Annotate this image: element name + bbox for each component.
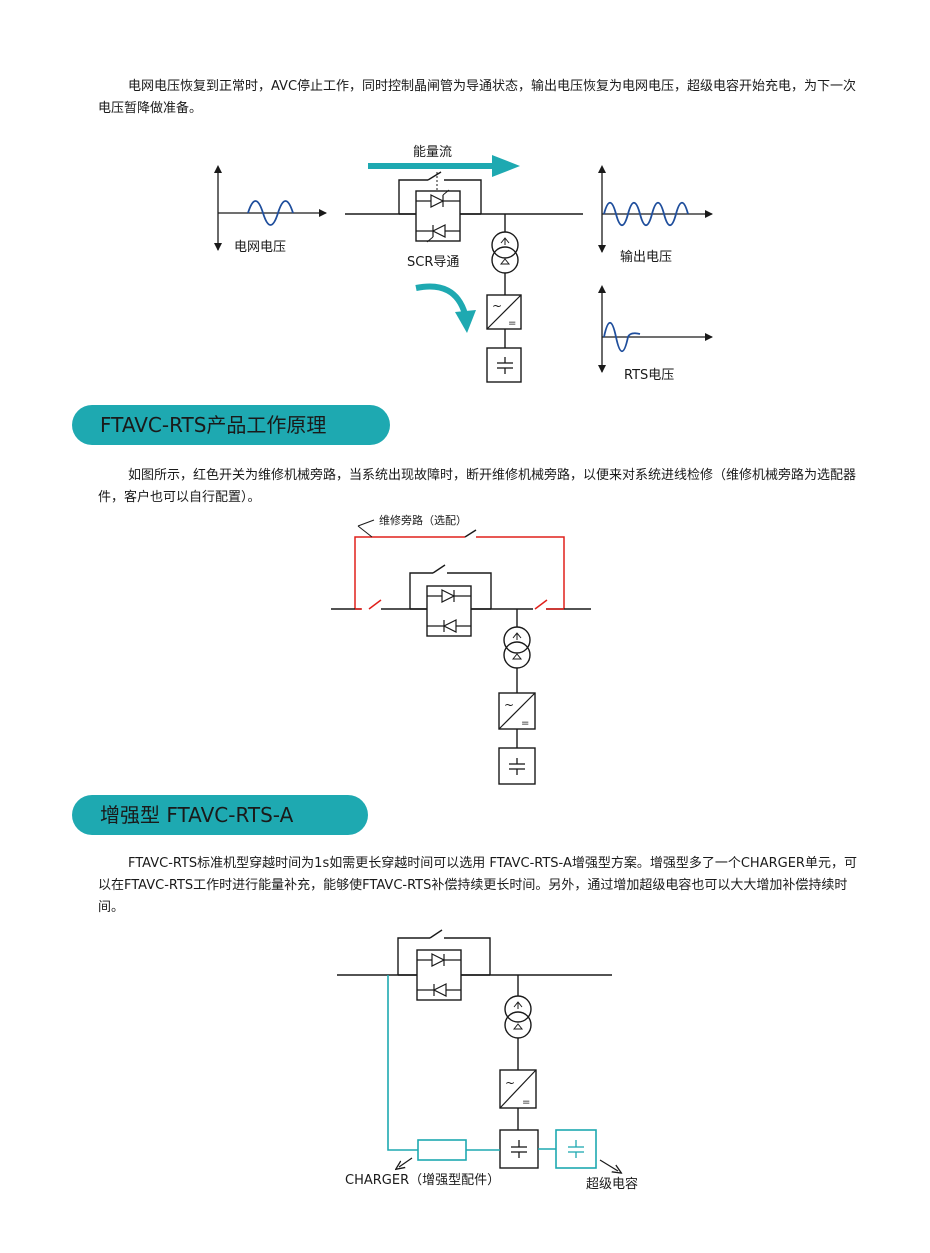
charger-label: CHARGER（增强型配件） [345,1173,500,1188]
rts-voltage-wave [603,321,641,353]
scr-thyristor-block: SCR导通 [398,171,482,270]
scr-label: SCR导通 [407,255,459,270]
rts-voltage-plot: RTS电压 [598,285,713,383]
svg-text:=: = [521,718,529,729]
rts-voltage-label: RTS电压 [624,368,674,383]
svg-text:=: = [522,1097,530,1108]
output-voltage-plot: 输出电压 [598,165,713,265]
energy-flow-label: 能量流 [413,145,452,160]
diagram3-enhanced: ~ = CHARGER（增强型配件） 超级电容 [337,929,638,1192]
diagram2-bypass: 维修旁路（选配） ~ = [331,513,591,785]
section1-title: FTAVC-RTS产品工作原理 [100,413,327,437]
switch-icon [427,171,442,181]
output-voltage-label: 输出电压 [620,249,672,265]
svg-text:~: ~ [504,698,514,712]
grid-voltage-label: 电网电压 [234,240,286,255]
transformer-icon [491,231,519,259]
capacitor-icon [499,1129,539,1169]
red-switch-icon [534,599,548,610]
bypass-switch-icon [464,529,477,538]
grid-voltage-plot: 电网电压 [214,165,327,255]
section2-paragraph: FTAVC-RTS标准机型穿越时间为1s如需更长穿越时间可以选用 FTAVC-R… [98,856,857,915]
grid-voltage-wave [247,200,294,226]
supercap-label: 超级电容 [586,1176,638,1192]
output-voltage-wave [603,201,689,227]
supercapacitor-unit: 超级电容 [538,1129,638,1192]
svg-text:~: ~ [492,299,502,313]
intro-paragraph: 电网电压恢复到正常时，AVC停止工作，同时控制晶闸管为导通状态，输出电压恢复为电… [98,79,857,116]
section2-title-banner: 增强型 FTAVC-RTS-A [72,795,368,835]
transformer-chain: ~ = [486,214,522,383]
thyristor-icon [430,194,445,208]
supercapacitor-icon [555,1129,597,1169]
bypass-label: 维修旁路（选配） [379,513,467,527]
section1-title-banner: FTAVC-RTS产品工作原理 [72,405,390,445]
transformer-icon [503,626,531,654]
charger-unit: CHARGER（增强型配件） [345,975,500,1188]
thyristor-icon [431,224,446,238]
maintenance-bypass: 维修旁路（选配） [354,513,565,609]
charger-icon [417,1139,467,1161]
capacitor-icon [486,347,522,383]
diagram1-energy-flow: 电网电压 能量流 SCR导通 [214,145,713,383]
section1-paragraph: 如图所示，红色开关为维修机械旁路，当系统出现故障时，断开维修机械旁路，以便来对系… [98,468,857,505]
energy-flow-arrow: 能量流 [368,145,520,177]
svg-text:~: ~ [505,1076,515,1090]
red-switch-icon [368,599,382,610]
capacitor-icon [498,747,536,785]
transformer-icon [504,995,532,1023]
svg-text:=: = [508,318,516,329]
section2-title: 增强型 FTAVC-RTS-A [100,803,294,827]
charge-flow-arrow [415,283,476,333]
